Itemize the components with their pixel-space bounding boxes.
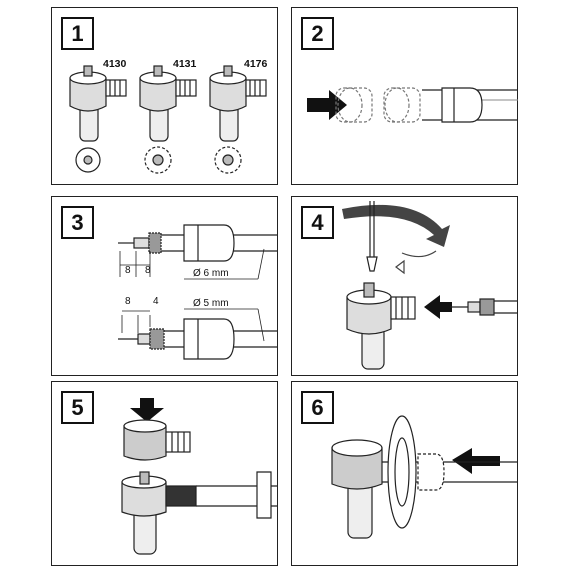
step-2-number: 2 (301, 17, 334, 50)
strip-length-b: 8 (145, 265, 151, 276)
step-1-number: 1 (61, 17, 94, 50)
slide-nut-onto-cable-illustration (307, 87, 518, 123)
step-2-panel: 2 (291, 7, 518, 185)
model-label-4176: 4176 (244, 58, 268, 70)
step-4-panel: 4 (291, 196, 518, 376)
screwdriver-assembly-illustration (342, 201, 518, 370)
diameter-6mm: Ø 6 mm (193, 268, 229, 279)
rotation-arrow (342, 204, 450, 247)
cap-press-illustration (121, 398, 278, 555)
push-arrow (307, 90, 347, 120)
cable-strip-dimensions-illustration (118, 224, 278, 360)
nut-tightening-illustration (331, 415, 518, 539)
step-3-panel: 3 8 8 Ø 6 mm 8 4 Ø 5 mm (51, 196, 278, 376)
screwdriver (366, 201, 378, 272)
step-6-number: 6 (301, 391, 334, 424)
step-6-panel: 6 (291, 381, 518, 566)
step-4-number: 4 (301, 206, 334, 239)
model-label-4131: 4131 (173, 58, 197, 70)
pull-arrow (452, 448, 500, 474)
strip-length-d: 4 (153, 296, 159, 307)
step-3-number: 3 (61, 206, 94, 239)
insert-arrow (424, 295, 452, 319)
connector-body (346, 282, 416, 370)
assembled-connector (331, 439, 518, 539)
strip-length-c: 8 (125, 296, 131, 307)
step-5-number: 5 (61, 391, 94, 424)
step-1-panel: 1 4130 4131 4176 (51, 7, 278, 185)
strip-length-a: 8 (125, 265, 131, 276)
press-down-arrow (130, 398, 164, 422)
model-label-4130: 4130 (103, 58, 127, 70)
end-view-circles (75, 146, 242, 174)
diameter-5mm: Ø 5 mm (193, 298, 229, 309)
connector-4130 (69, 65, 127, 142)
connector-4176 (209, 65, 267, 142)
connector-4131 (139, 65, 197, 142)
step-5-panel: 5 (51, 381, 278, 566)
rotation-ring (387, 415, 417, 529)
connector-base (121, 471, 278, 555)
stripped-cable (450, 298, 518, 316)
connector-cap (123, 419, 191, 461)
angled-connector-illustrations (69, 65, 267, 174)
